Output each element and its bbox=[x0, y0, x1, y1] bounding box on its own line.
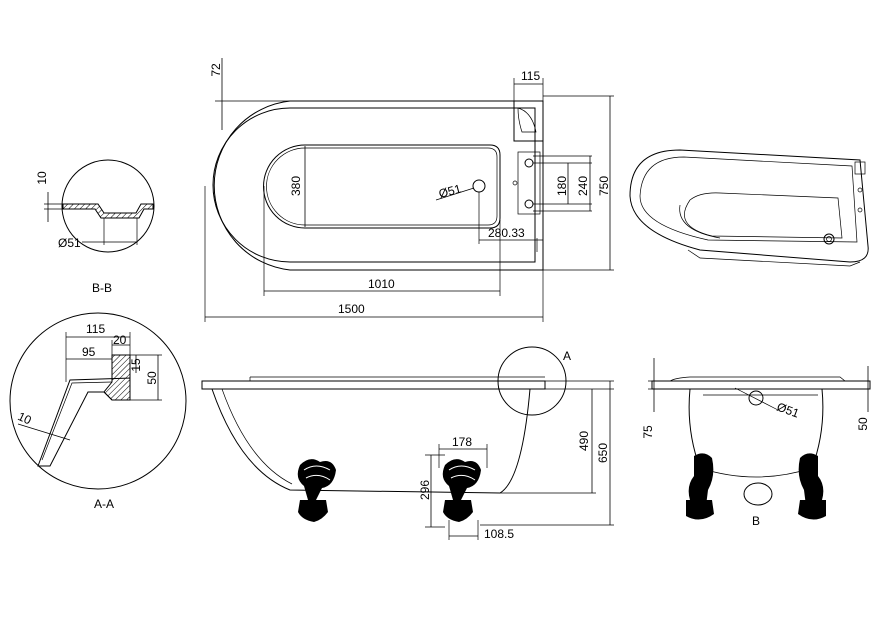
aa-dim-20: 20 bbox=[113, 333, 127, 347]
bb-caption: B-B bbox=[92, 281, 112, 295]
bb-dim-51: Ø51 bbox=[58, 236, 81, 250]
side-dim-296: 296 bbox=[418, 480, 432, 500]
detail-bb: Ø51 10 B-B bbox=[35, 159, 155, 295]
detail-bb-circle bbox=[61, 159, 155, 253]
side-foot-left bbox=[297, 459, 336, 522]
detail-aa-circle bbox=[9, 312, 187, 490]
plan-dim-240: 240 bbox=[576, 176, 590, 196]
tap-hole-bottom bbox=[524, 199, 534, 209]
plan-dim-280: 280.33 bbox=[488, 226, 525, 240]
bb-dim-10: 10 bbox=[35, 171, 49, 185]
plan-dim-380: 380 bbox=[289, 176, 303, 196]
aa-dim-115: 115 bbox=[86, 322, 105, 336]
plan-dim-51: Ø51 bbox=[437, 181, 463, 200]
detail-aa: 115 20 95 15 50 10 A-A bbox=[9, 312, 187, 511]
plan-dim-1010: 1010 bbox=[368, 277, 395, 291]
plan-dim-1500: 1500 bbox=[338, 302, 365, 316]
tap-hole-top bbox=[524, 158, 534, 168]
plan-basin-inner bbox=[266, 147, 498, 226]
side-body bbox=[211, 388, 531, 494]
end-rim bbox=[651, 380, 871, 390]
end-pipe-ellipse bbox=[743, 482, 773, 506]
end-waste bbox=[748, 390, 764, 406]
waste-hole bbox=[472, 179, 486, 193]
end-foot-right bbox=[798, 453, 826, 520]
plan-dim-750: 750 bbox=[597, 176, 611, 196]
aa-dim-50: 50 bbox=[145, 371, 159, 385]
detail-bb-section bbox=[62, 203, 154, 219]
end-dim-50: 50 bbox=[856, 417, 870, 431]
perspective-view bbox=[629, 149, 869, 267]
aa-dim-10: 10 bbox=[16, 409, 34, 427]
side-dim-650: 650 bbox=[596, 443, 610, 463]
tap-deck bbox=[513, 100, 544, 142]
side-dim-178: 178 bbox=[452, 435, 472, 449]
perspective-outer bbox=[629, 149, 869, 263]
plan-dim-180: 180 bbox=[555, 176, 569, 196]
side-rim bbox=[201, 380, 546, 390]
side-marker-a: A bbox=[563, 349, 571, 363]
aa-dim-95: 95 bbox=[82, 345, 96, 359]
end-caption: B bbox=[752, 514, 760, 528]
side-dim-490: 490 bbox=[577, 431, 591, 451]
side-view: A 178 296 108.5 490 bbox=[201, 346, 614, 541]
plan-view: Ø51 72 115 380 180 240 750 280.33 bbox=[204, 58, 614, 322]
side-foot-right bbox=[442, 459, 481, 522]
aa-dim-15: 15 bbox=[129, 358, 143, 372]
end-dim-51: Ø51 bbox=[775, 400, 801, 421]
perspective-waste bbox=[823, 233, 835, 245]
plan-dim-115: 115 bbox=[521, 69, 540, 83]
plan-dim-72: 72 bbox=[209, 63, 223, 77]
plan-outer-rim bbox=[213, 100, 544, 271]
end-view: Ø51 75 50 B bbox=[641, 358, 871, 528]
end-foot-left bbox=[686, 453, 714, 520]
aa-caption: A-A bbox=[94, 497, 114, 511]
side-dim-108: 108.5 bbox=[484, 527, 514, 541]
plan-inner-rim bbox=[212, 107, 536, 263]
perspective-inner bbox=[639, 156, 858, 243]
plan-basin bbox=[263, 144, 501, 229]
end-dim-75: 75 bbox=[641, 425, 655, 439]
